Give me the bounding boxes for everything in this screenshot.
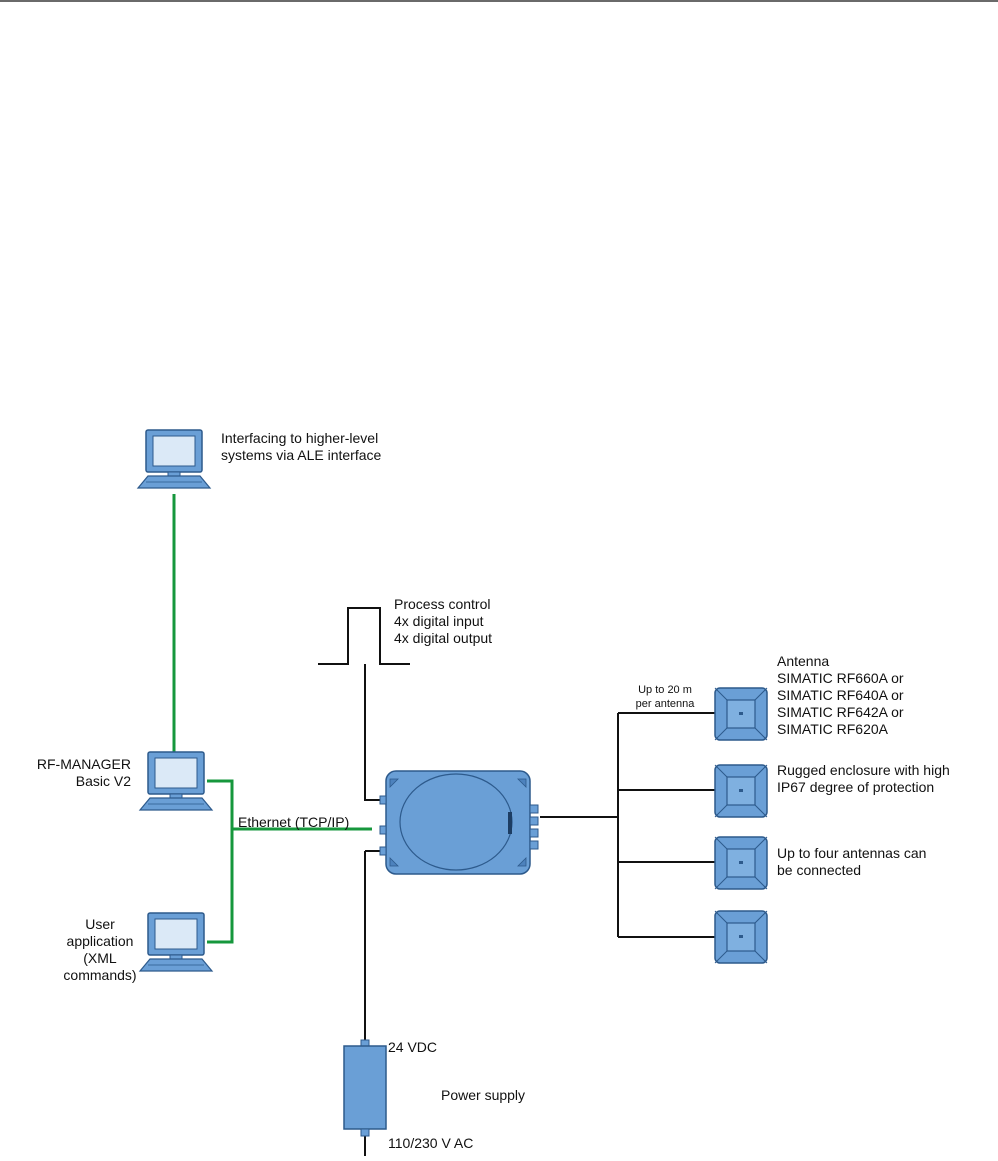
- antenna-icon-4: [714, 910, 768, 964]
- label-process-control: Process control 4x digital input 4x digi…: [394, 596, 493, 646]
- antenna-icon-1: [714, 687, 768, 741]
- antenna-icon-2: [714, 764, 768, 818]
- rfid-reader-icon: [379, 770, 539, 875]
- computer-icon-user-app: [139, 912, 213, 972]
- label-rugged-enclosure: Rugged enclosure with high IP67 degree o…: [777, 762, 950, 795]
- label-higher-level-systems: Interfacing to higher-level systems via …: [221, 430, 382, 463]
- label-four-antennas: Up to four antennas can be connected: [777, 845, 927, 878]
- process-wire: [364, 664, 386, 801]
- computer-icon-rf-manager: [139, 751, 213, 811]
- digital-pulse: [318, 607, 410, 665]
- signal-wires: [318, 607, 715, 1156]
- label-rf-manager: RF-MANAGER Basic V2: [36, 756, 131, 789]
- ethernet-links: [172, 494, 372, 944]
- label-user-application: User application (XML commands): [63, 916, 137, 983]
- power-supply-icon: [343, 1039, 387, 1137]
- label-ethernet: Ethernet (TCP/IP): [238, 814, 350, 830]
- label-110-230vac: 110/230 V AC: [388, 1135, 474, 1151]
- label-cable-length: Up to 20 m per antenna: [635, 684, 695, 710]
- label-power-supply: Power supply: [441, 1087, 526, 1103]
- label-24vdc: 24 VDC: [388, 1039, 438, 1055]
- computer-icon-ale: [137, 429, 211, 489]
- ethernet-bus: [207, 779, 234, 944]
- label-antenna-models: Antenna SIMATIC RF660A or SIMATIC RF640A…: [777, 653, 904, 737]
- antenna-icon-3: [714, 836, 768, 890]
